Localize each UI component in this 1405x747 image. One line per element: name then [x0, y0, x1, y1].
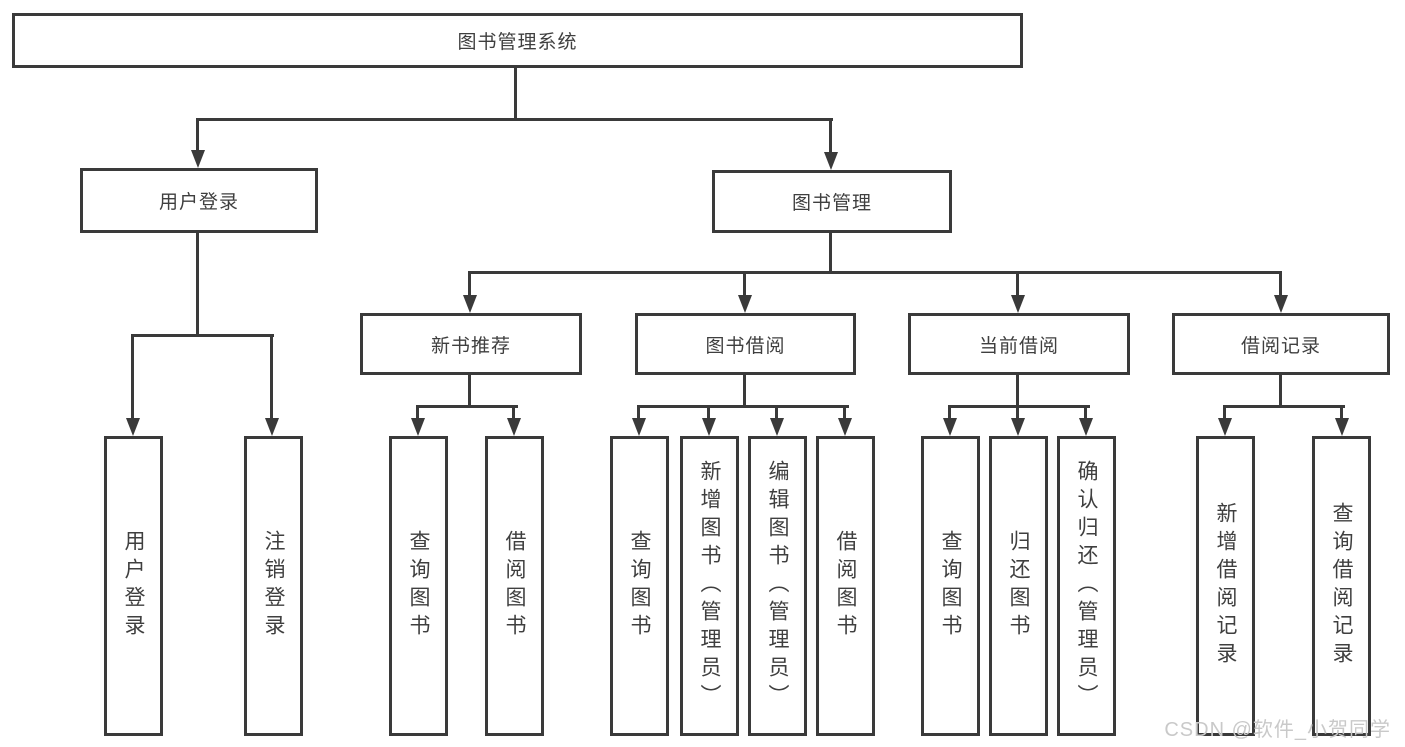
- arrowhead-cb-leaf2: [1011, 418, 1025, 436]
- leaf-current-borrow-3-label: 确认归还（管理员）: [1075, 460, 1098, 712]
- arrowhead-bb-leaf3: [770, 418, 784, 436]
- arrowhead-bb-leaf4: [838, 418, 852, 436]
- connector-current-borrow-branch: [948, 405, 1090, 408]
- arrowhead-nb-leaf2: [507, 418, 521, 436]
- node-book-mgmt-label: 图书管理: [791, 193, 872, 214]
- leaf-current-borrow-2: 归还图书: [989, 436, 1048, 736]
- leaf-book-borrow-1: 查询图书: [610, 436, 669, 736]
- node-root-label: 图书管理系统: [457, 32, 578, 53]
- arrowhead-borrow-records: [1274, 295, 1288, 313]
- leaf-book-borrow-4: 借阅图书: [816, 436, 875, 736]
- arrowhead-book-mgmt: [824, 152, 838, 170]
- node-user-login-label: 用户登录: [158, 192, 239, 213]
- arrowhead-cb-leaf3: [1079, 418, 1093, 436]
- connector-arrow-bb-leaf1-line: [637, 407, 640, 420]
- connector-arrow-cb-leaf2-line: [1016, 407, 1019, 420]
- node-user-login: 用户登录: [80, 168, 318, 233]
- connector-arrow-cb-leaf3-line: [1084, 407, 1087, 420]
- connector-arrow-new-books-line: [468, 273, 471, 295]
- arrowhead-br-leaf2: [1335, 418, 1349, 436]
- arrowhead-user-login: [191, 150, 205, 168]
- arrowhead-bb-leaf1: [632, 418, 646, 436]
- leaf-new-books-1: 查询图书: [389, 436, 448, 736]
- leaf-current-borrow-2-label: 归还图书: [1007, 530, 1030, 642]
- leaf-current-borrow-3: 确认归还（管理员）: [1057, 436, 1116, 736]
- leaf-user-login-2-label: 注销登录: [262, 530, 285, 642]
- connector-arrow-bb-leaf3-line: [775, 407, 778, 420]
- connector-arrow-bb-leaf4-line: [843, 407, 846, 420]
- leaf-borrow-records-1: 新增借阅记录: [1196, 436, 1255, 736]
- connector-arrow-nb-leaf1-line: [416, 407, 419, 420]
- connector-arrow-nb-leaf2-line: [512, 407, 515, 420]
- connector-level2-branch: [196, 118, 833, 121]
- connector-current-borrow-stem: [1016, 375, 1019, 407]
- connector-arrow-user-login-line: [196, 120, 199, 152]
- leaf-book-borrow-4-label: 借阅图书: [834, 530, 857, 642]
- connector-arrow-book-mgmt-line: [829, 120, 832, 152]
- connector-borrow-records-stem: [1279, 375, 1282, 407]
- arrowhead-nb-leaf1: [411, 418, 425, 436]
- node-new-books-label: 新书推荐: [430, 335, 511, 357]
- node-borrow-records-label: 借阅记录: [1240, 335, 1321, 357]
- leaf-book-borrow-3: 编辑图书（管理员）: [748, 436, 807, 736]
- connector-book-mgmt-stem: [829, 233, 832, 273]
- node-book-borrow-label: 图书借阅: [705, 335, 786, 357]
- connector-user-login-branch: [131, 334, 274, 337]
- arrowhead-new-books: [463, 295, 477, 313]
- connector-root-stem: [514, 68, 517, 120]
- arrowhead-user-leaf1: [126, 418, 140, 436]
- connector-book-borrow-stem: [743, 375, 746, 407]
- connector-arrow-user-leaf1-line: [131, 336, 134, 420]
- arrowhead-user-leaf2: [265, 418, 279, 436]
- arrowhead-bb-leaf2: [702, 418, 716, 436]
- connector-arrow-book-borrow-line: [743, 273, 746, 295]
- connector-arrow-current-borrow-line: [1016, 273, 1019, 295]
- arrowhead-current-borrow: [1011, 295, 1025, 313]
- arrowhead-book-borrow: [738, 295, 752, 313]
- connector-arrow-br-leaf1-line: [1223, 407, 1226, 420]
- leaf-book-borrow-1-label: 查询图书: [628, 530, 651, 642]
- leaf-new-books-2: 借阅图书: [485, 436, 544, 736]
- leaf-new-books-2-label: 借阅图书: [503, 530, 526, 642]
- connector-arrow-cb-leaf1-line: [948, 407, 951, 420]
- node-book-mgmt: 图书管理: [712, 170, 952, 233]
- node-book-borrow: 图书借阅: [635, 313, 856, 375]
- leaf-borrow-records-1-label: 新增借阅记录: [1214, 502, 1237, 670]
- connector-new-books-stem: [468, 375, 471, 407]
- leaf-borrow-records-2: 查询借阅记录: [1312, 436, 1371, 736]
- leaf-book-borrow-2: 新增图书（管理员）: [680, 436, 739, 736]
- connector-arrow-bb-leaf2-line: [707, 407, 710, 420]
- leaf-current-borrow-1-label: 查询图书: [939, 530, 962, 642]
- csdn-watermark: CSDN @软件_小贺同学: [1164, 719, 1391, 741]
- leaf-user-login-2: 注销登录: [244, 436, 303, 736]
- leaf-book-borrow-2-label: 新增图书（管理员）: [698, 460, 721, 712]
- arrowhead-cb-leaf1: [943, 418, 957, 436]
- leaf-book-borrow-3-label: 编辑图书（管理员）: [766, 460, 789, 712]
- node-new-books: 新书推荐: [360, 313, 582, 375]
- node-borrow-records: 借阅记录: [1172, 313, 1390, 375]
- connector-arrow-borrow-records-line: [1279, 273, 1282, 295]
- connector-arrow-user-leaf2-line: [270, 336, 273, 420]
- connector-borrow-records-branch: [1223, 405, 1345, 408]
- node-current-borrow-label: 当前借阅: [978, 335, 1059, 357]
- connector-new-books-branch: [416, 405, 518, 408]
- leaf-new-books-1-label: 查询图书: [407, 530, 430, 642]
- connector-arrow-br-leaf2-line: [1340, 407, 1343, 420]
- node-root: 图书管理系统: [12, 13, 1023, 68]
- connector-level3-branch: [468, 271, 1282, 274]
- leaf-user-login-1-label: 用户登录: [122, 530, 145, 642]
- node-current-borrow: 当前借阅: [908, 313, 1130, 375]
- connector-book-borrow-branch: [637, 405, 849, 408]
- leaf-current-borrow-1: 查询图书: [921, 436, 980, 736]
- connector-user-login-stem: [196, 233, 199, 336]
- arrowhead-br-leaf1: [1218, 418, 1232, 436]
- leaf-borrow-records-2-label: 查询借阅记录: [1330, 502, 1353, 670]
- leaf-user-login-1: 用户登录: [104, 436, 163, 736]
